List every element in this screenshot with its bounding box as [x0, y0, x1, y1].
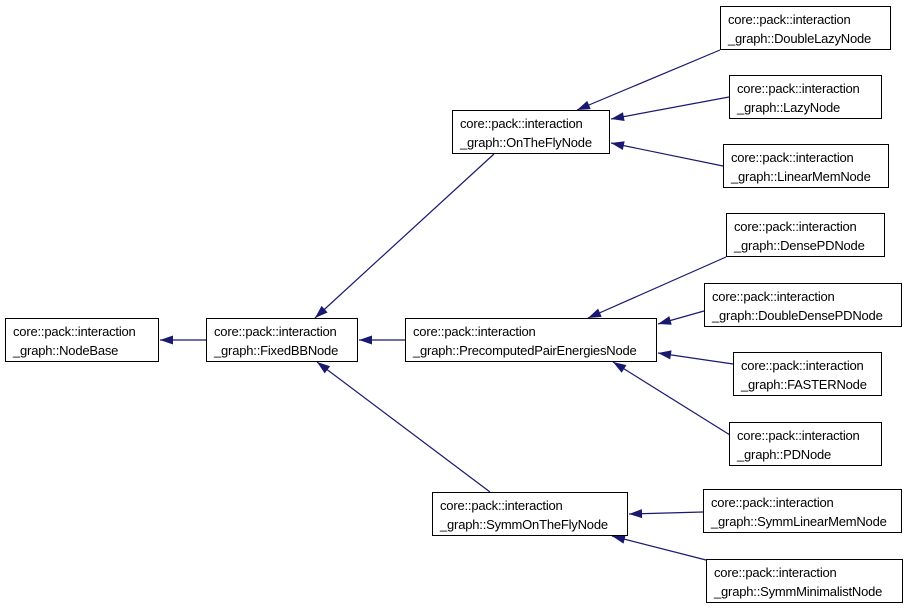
class-node-label-line2: _graph::NodeBase	[13, 343, 119, 358]
class-node-fixedbbnode[interactable]: core::pack::interaction _graph::FixedBBN…	[206, 318, 358, 362]
class-node-label-line1: core::pack::interaction	[734, 219, 857, 234]
edge-doubledensepdnode-to-precomputedpairenergiesnode	[657, 310, 705, 325]
edge-fasternode-to-precomputedpairenergiesnode	[657, 350, 734, 365]
class-node-label-line2: _graph::SymmLinearMemNode	[711, 514, 887, 529]
class-node-label-line1: core::pack::interaction	[711, 495, 834, 510]
class-node-doubledensepdnode[interactable]: core::pack::interaction _graph::DoubleDe…	[704, 283, 902, 327]
class-node-label-line1: core::pack::interaction	[741, 358, 864, 373]
edge-symmminimalistnode-to-symmontheflynode	[611, 534, 707, 561]
class-node-label-line1: core::pack::interaction	[731, 150, 854, 165]
class-node-label-line1: core::pack::interaction	[714, 565, 837, 580]
edge-linearmemnode-to-ontheflynode	[610, 141, 724, 167]
class-node-label-line2: _graph::SymmOnTheFlyNode	[440, 517, 608, 532]
edge-symmontheflynode-to-fixedbbnode	[316, 361, 491, 493]
class-node-label-line2: _graph::DoubleLazyNode	[728, 31, 872, 46]
class-node-pdnode[interactable]: core::pack::interaction _graph::PDNode	[729, 422, 882, 466]
class-node-label-line2: _graph::DoubleDensePDNode	[712, 308, 883, 323]
class-node-label-line2: _graph::SymmMinimalistNode	[714, 584, 883, 599]
class-node-label-line1: core::pack::interaction	[737, 81, 860, 96]
class-node-symmontheflynode[interactable]: core::pack::interaction _graph::SymmOnTh…	[432, 492, 628, 536]
edge-densepdnode-to-precomputedpairenergiesnode	[587, 256, 727, 319]
class-node-label-line2: _graph::PDNode	[737, 447, 832, 462]
class-node-label-line1: core::pack::interaction	[440, 498, 563, 513]
class-node-label-line2: _graph::DensePDNode	[734, 238, 865, 253]
class-node-label-line2: _graph::LinearMemNode	[731, 169, 871, 184]
edge-symmlinearmemnode-to-symmontheflynode	[628, 509, 704, 519]
class-node-label-line1: core::pack::interaction	[460, 116, 583, 131]
class-node-label-line2: _graph::OnTheFlyNode	[460, 135, 592, 150]
class-node-symmminimalistnode[interactable]: core::pack::interaction _graph::SymmMini…	[706, 559, 903, 603]
class-node-linearmemnode[interactable]: core::pack::interaction _graph::LinearMe…	[723, 144, 889, 188]
class-node-ontheflynode[interactable]: core::pack::interaction _graph::OnTheFly…	[452, 110, 610, 154]
class-node-doublelazynode[interactable]: core::pack::interaction _graph::DoubleLa…	[720, 6, 891, 50]
class-node-label-line1: core::pack::interaction	[737, 428, 860, 443]
edge-ontheflynode-to-fixedbbnode	[314, 153, 495, 319]
class-node-label-line2: _graph::LazyNode	[737, 100, 841, 115]
class-node-label-line2: _graph::PrecomputedPairEnergiesNode	[413, 343, 637, 358]
edge-doublelazynode-to-ontheflynode	[576, 49, 721, 111]
class-node-densepdnode[interactable]: core::pack::interaction _graph::DensePDN…	[726, 213, 885, 257]
edge-pdnode-to-precomputedpairenergiesnode	[612, 361, 731, 436]
class-node-lazynode[interactable]: core::pack::interaction _graph::LazyNode	[729, 75, 882, 119]
class-node-label-line1: core::pack::interaction	[728, 12, 851, 27]
class-node-nodebase[interactable]: core::pack::interaction _graph::NodeBase	[5, 318, 159, 362]
class-node-fasternode[interactable]: core::pack::interaction _graph::FASTERNo…	[733, 352, 882, 396]
class-node-label-line1: core::pack::interaction	[13, 324, 136, 339]
class-node-label-line1: core::pack::interaction	[413, 324, 536, 339]
class-node-label-line2: _graph::FixedBBNode	[214, 343, 339, 358]
class-node-label-line1: core::pack::interaction	[214, 324, 337, 339]
class-node-symmlinearmemnode[interactable]: core::pack::interaction _graph::SymmLine…	[703, 489, 902, 533]
class-node-label-line1: core::pack::interaction	[712, 289, 835, 304]
edge-lazynode-to-ontheflynode	[610, 96, 730, 122]
class-node-label-line2: _graph::FASTERNode	[741, 377, 867, 392]
class-node-precomputedpairenergiesnode[interactable]: core::pack::interaction _graph::Precompu…	[405, 318, 657, 362]
